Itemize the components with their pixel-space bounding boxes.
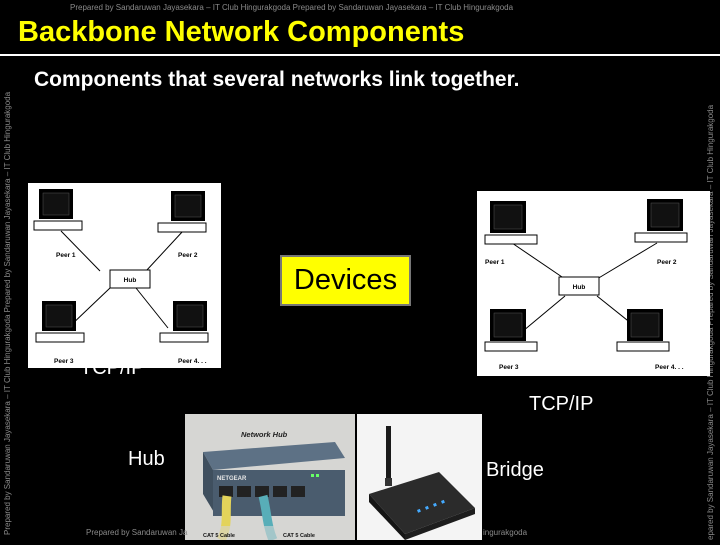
hub-caption: Hub [128,448,165,470]
peer1-label: Peer 1 [485,259,505,266]
computer-icon-peer3 [484,309,538,352]
cable-label-right: CAT 5 Cable [283,533,315,539]
slide-subtitle: Components that several networks link to… [34,68,520,91]
devices-callout: Devices [280,255,411,306]
computer-icon-peer1 [484,201,538,245]
watermark-top: Prepared by Sandaruwan Jayasekara – IT C… [70,3,514,12]
computer-icon-peer2 [634,199,688,243]
peer4-label: Peer 4. . . [655,364,684,371]
computer-icon-peer4 [616,309,670,352]
hub-label: Hub [573,284,586,291]
wireless-bridge-photo [357,414,482,540]
peer3-label: Peer 3 [54,358,74,365]
bridge-caption: Bridge [486,459,544,481]
tcpip-label-right: TCP/IP [529,393,594,415]
watermark-bottom-right: ingurakgoda [483,528,528,537]
computer-icon-peer3 [35,301,85,343]
watermark-left: Prepared by Sandaruwan Jayasekara – IT C… [3,91,12,535]
computer-icon-peer1 [33,189,83,231]
cable-label-left: CAT 5 Cable [203,533,235,539]
hub-photo-header: Network Hub [241,430,288,439]
computer-icon-peer4 [159,301,209,343]
peer1-label: Peer 1 [56,252,76,259]
peer4-label: Peer 4. . . [178,358,207,365]
computer-icon-peer2 [157,191,207,233]
hub-photo-brand: NETGEAR [217,476,247,482]
peer2-label: Peer 2 [178,252,198,259]
watermark-bottom: Prepared by Sandaruwan Ja [86,528,188,537]
hub-box [109,269,151,289]
hub-label: Hub [124,277,137,284]
network-hub-photo: Network Hub NETGEAR CAT 5 Cable CAT 5 Ca… [185,414,355,543]
slide-title: Backbone Network Components [18,16,465,48]
title-divider [0,54,720,56]
tcpip-label-left: TCP/IP [80,357,145,379]
peer3-label: Peer 3 [499,364,519,371]
hub-box [558,276,600,296]
network-diagram-right: Hub Peer 1 Peer 2 Peer 3 Peer 4. . . [477,191,710,376]
network-diagram-left: Hub Peer 1 Peer 2 Peer 3 Peer 4. . . [28,183,221,368]
peer2-label: Peer 2 [657,259,677,266]
